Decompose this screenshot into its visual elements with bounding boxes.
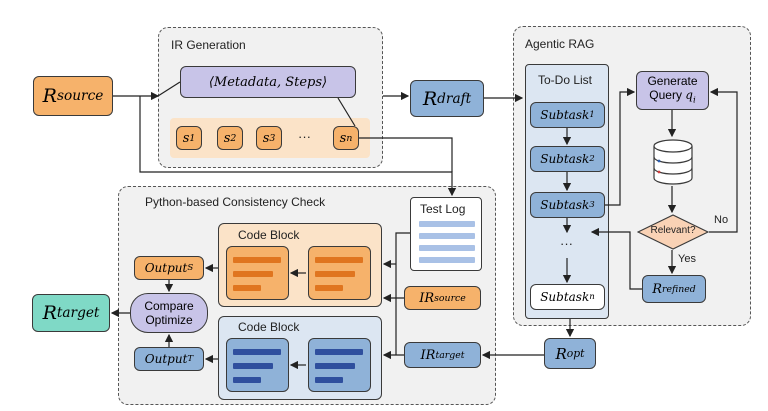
compare-optimize-node: Compare Optimize: [130, 293, 208, 333]
code-line: [233, 377, 261, 383]
consistency-check-title: Python-based Consistency Check: [145, 195, 326, 209]
test-log-label: Test Log: [420, 202, 466, 216]
code-line: [233, 257, 281, 263]
code-line: [315, 271, 355, 277]
steps-ellipsis: ···: [298, 129, 311, 144]
code-line: [315, 363, 355, 369]
generate-label: Generate: [647, 73, 698, 88]
database-icon: [653, 139, 693, 185]
code-line: [315, 349, 363, 355]
compare-label: Compare: [144, 299, 194, 313]
code-line: [233, 349, 281, 355]
todo-list-title: To-Do List: [538, 73, 593, 87]
code-line: [233, 271, 273, 277]
generate-query-node: Generate Query qi: [636, 71, 709, 110]
metadata-steps-node: ⟨Metadata, Steps⟩: [180, 66, 356, 98]
relevant-decision-diamond: [637, 214, 709, 250]
no-label: No: [714, 214, 729, 226]
test-log-line: [419, 257, 475, 263]
query-label: Query qi: [649, 87, 696, 106]
code-line: [315, 377, 343, 383]
test-log-line: [419, 233, 475, 239]
code-block-source-title: Code Block: [238, 228, 300, 242]
agentic-rag-title: Agentic RAG: [525, 37, 595, 51]
relevant-label: Relevant?: [650, 225, 696, 236]
test-log-line: [419, 245, 475, 251]
code-line: [315, 257, 363, 263]
optimize-label: Optimize: [145, 313, 193, 327]
ir-generation-title: IR Generation: [171, 38, 246, 52]
code-line: [315, 285, 343, 291]
code-line: [233, 285, 261, 291]
yes-label: Yes: [678, 253, 696, 265]
code-block-target-title: Code Block: [238, 320, 300, 334]
subtask-ellipsis: ···: [560, 236, 573, 251]
code-line: [233, 363, 273, 369]
test-log-line: [419, 221, 475, 227]
